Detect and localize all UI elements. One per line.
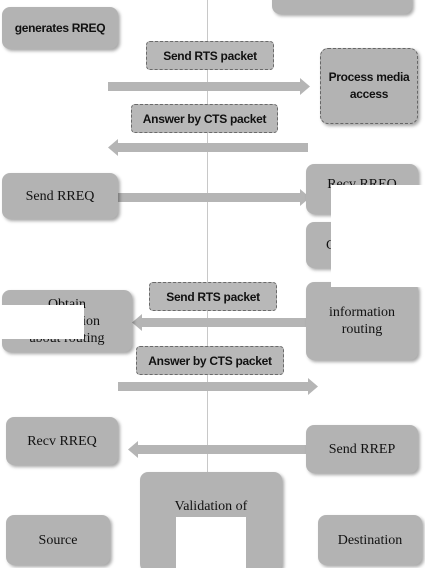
c-partial-text: C — [326, 237, 335, 254]
generates-rreq-box: generates RREQ — [2, 7, 118, 49]
arrow-right-send-rreq — [118, 189, 310, 206]
information-routing-text: information routing — [328, 305, 396, 337]
destination-text: Destination — [337, 532, 403, 548]
process-media-access-text: Process media access — [328, 70, 410, 101]
answer-cts-label-1: Answer by CTS packet — [131, 104, 278, 133]
information-routing-box: information routing — [306, 282, 418, 360]
redaction-mask-right — [331, 185, 425, 287]
recv-rreq-bottom-text: Recv RREQ — [27, 433, 97, 449]
top-partial-box — [272, 0, 412, 14]
arrow-right-rts-1 — [108, 78, 310, 95]
recv-rreq-bottom-box: Recv RREQ — [6, 417, 118, 465]
source-box: Source — [6, 515, 110, 565]
answer-cts-text-1: Answer by CTS packet — [142, 111, 267, 126]
send-rrep-box: Send RREP — [306, 425, 418, 473]
process-media-access-box: Process media access — [320, 48, 418, 124]
send-rts-text-2: Send RTS packet — [166, 289, 260, 304]
source-text: Source — [38, 532, 78, 548]
send-rts-label-2: Send RTS packet — [149, 282, 277, 311]
arrow-left-rts-2 — [132, 314, 308, 331]
send-rreq-box: Send RREQ — [2, 173, 118, 219]
redaction-mask-left — [0, 305, 84, 339]
send-rreq-text: Send RREQ — [25, 188, 95, 204]
arrow-left-send-rrep — [128, 441, 306, 458]
arrow-left-cts-1 — [108, 139, 308, 156]
destination-box: Destination — [318, 515, 422, 565]
send-rrep-text: Send RREP — [328, 441, 396, 457]
generates-rreq-text: generates RREQ — [14, 20, 106, 35]
send-rts-text-1: Send RTS packet — [163, 48, 257, 63]
send-rts-label-1: Send RTS packet — [146, 41, 274, 70]
redaction-mask-bottom — [176, 517, 246, 568]
answer-cts-label-2: Answer by CTS packet — [136, 346, 284, 375]
answer-cts-text-2: Answer by CTS packet — [148, 353, 272, 368]
arrow-right-cts-2 — [118, 378, 318, 395]
